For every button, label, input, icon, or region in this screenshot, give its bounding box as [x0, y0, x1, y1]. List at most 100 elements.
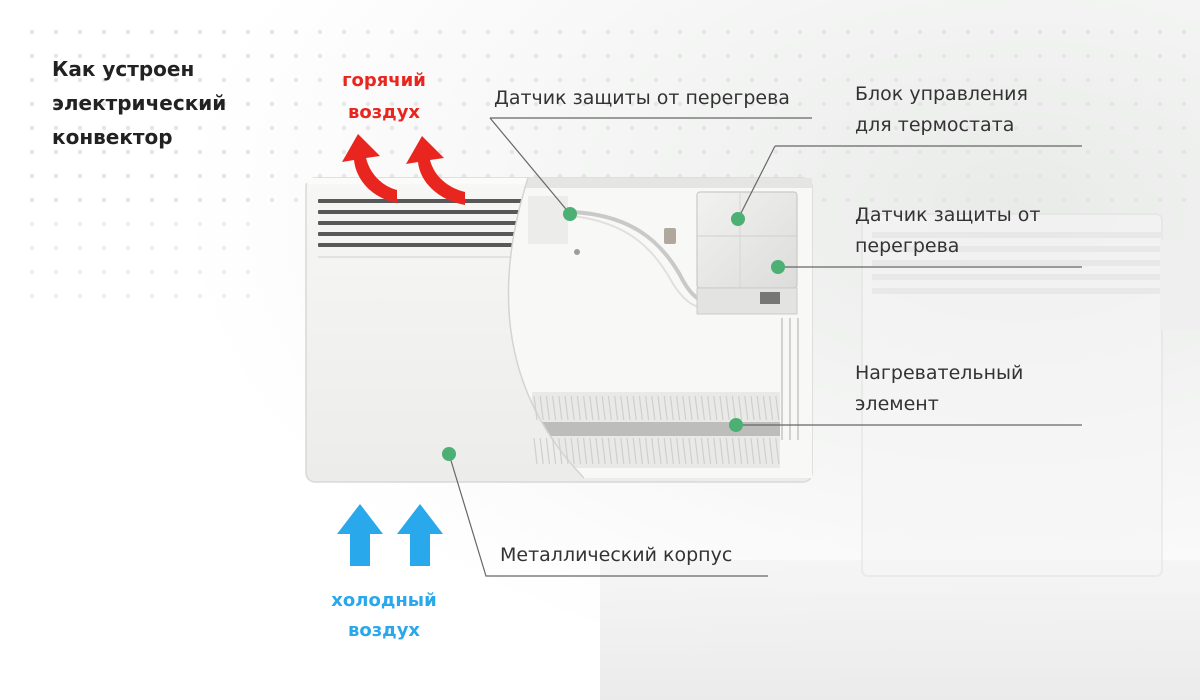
heating-fin	[669, 395, 674, 421]
heating-fin	[707, 395, 712, 421]
heating-fin	[576, 395, 581, 421]
heating-fin	[762, 437, 767, 465]
heating-fin	[663, 437, 668, 465]
heating-fin	[694, 437, 699, 465]
marker-heating-element	[729, 418, 743, 432]
heating-fin	[657, 395, 662, 421]
callout-heating-element-line-2: элемент	[855, 393, 939, 415]
heating-fin	[570, 395, 575, 421]
heating-fin	[614, 437, 619, 465]
callout-housing: Металлический корпус	[500, 544, 733, 566]
heating-fin	[539, 437, 544, 465]
leader-housing	[448, 453, 768, 577]
heating-fin	[682, 395, 687, 421]
curved-up-arrow-icon	[406, 136, 465, 205]
heating-fin	[744, 437, 749, 465]
heating-fin	[583, 437, 588, 465]
control-block	[696, 191, 798, 315]
heating-fin	[564, 395, 569, 421]
heating-fin	[738, 437, 743, 465]
cold-air-arrows	[337, 504, 443, 566]
heating-fin	[589, 437, 594, 465]
heating-fin	[756, 437, 761, 465]
callout-sensor-top: Датчик защиты от перегрева	[494, 87, 790, 109]
markers	[442, 207, 785, 461]
heating-fin	[738, 395, 743, 421]
heating-fin	[589, 395, 594, 421]
up-arrow-icon	[337, 504, 383, 566]
heating-fin	[601, 395, 606, 421]
hot-air-label-line-2: воздух	[347, 102, 421, 123]
heating-fin	[607, 395, 612, 421]
heating-fin	[750, 437, 755, 465]
heating-fin	[676, 395, 681, 421]
heating-fin	[638, 395, 643, 421]
diagram-title-line-2: электрический	[52, 91, 227, 115]
heating-fin	[595, 395, 600, 421]
heating-fin	[775, 437, 780, 465]
marker-housing	[442, 447, 456, 461]
diagram-title-line-3: конвектор	[52, 125, 173, 149]
leader-lines	[448, 117, 1082, 577]
heating-fin	[533, 395, 538, 421]
heating-fin	[651, 437, 656, 465]
heating-fin	[645, 395, 650, 421]
heating-fin	[725, 437, 730, 465]
heating-fin	[762, 395, 767, 421]
callout-control-block-line-2: для термостата	[855, 114, 1015, 136]
up-arrow-icon	[397, 504, 443, 566]
heating-fin	[558, 395, 563, 421]
heating-fin	[713, 395, 718, 421]
heating-fin	[700, 437, 705, 465]
heating-fin	[552, 437, 557, 465]
heating-fin	[607, 437, 612, 465]
heating-fin	[645, 437, 650, 465]
heating-fin	[688, 395, 693, 421]
marker-control-block	[731, 212, 745, 226]
leader-control-block-diagonal	[737, 145, 776, 220]
heating-fin	[614, 395, 619, 421]
heating-fin	[626, 437, 631, 465]
background-convector	[861, 213, 1200, 577]
cold-air-label-line-1: холодный	[331, 590, 437, 611]
heating-fin	[545, 395, 550, 421]
heating-fin	[583, 395, 588, 421]
curved-up-arrow-icon	[342, 134, 397, 203]
heating-fin	[576, 437, 581, 465]
heating-fin	[663, 395, 668, 421]
callout-control-block-line-1: Блок управления	[855, 83, 1028, 105]
heating-fin	[725, 395, 730, 421]
heating-fin	[539, 395, 544, 421]
hot-air-arrows	[342, 134, 465, 205]
heating-fin	[719, 395, 724, 421]
callout-sensor-side-line-2: перегрева	[855, 235, 960, 257]
heating-fin	[769, 437, 774, 465]
heating-fin	[620, 437, 625, 465]
heating-fin	[601, 437, 606, 465]
leader-sensor-top-diagonal	[489, 117, 571, 215]
heating-fin	[620, 395, 625, 421]
heating-fin	[626, 395, 631, 421]
heating-fin	[719, 437, 724, 465]
heating-fin	[638, 437, 643, 465]
heating-fin	[713, 437, 718, 465]
vertical-coil	[781, 318, 799, 440]
heating-fin	[750, 395, 755, 421]
heating-fin	[688, 437, 693, 465]
heating-fin	[657, 437, 662, 465]
heating-element	[532, 392, 780, 468]
callout-sensor-side-line-1: Датчик защиты от	[855, 204, 1041, 226]
heating-fin	[558, 437, 563, 465]
background-floor	[600, 560, 1200, 700]
heating-fin	[632, 437, 637, 465]
cold-air-label-line-2: воздух	[347, 620, 421, 641]
heating-fin	[775, 395, 780, 421]
heating-fin	[676, 437, 681, 465]
heating-fin	[669, 437, 674, 465]
heating-fin	[564, 437, 569, 465]
heating-fin	[731, 395, 736, 421]
heating-fin	[731, 437, 736, 465]
heating-fin	[744, 395, 749, 421]
heating-fin	[552, 395, 557, 421]
